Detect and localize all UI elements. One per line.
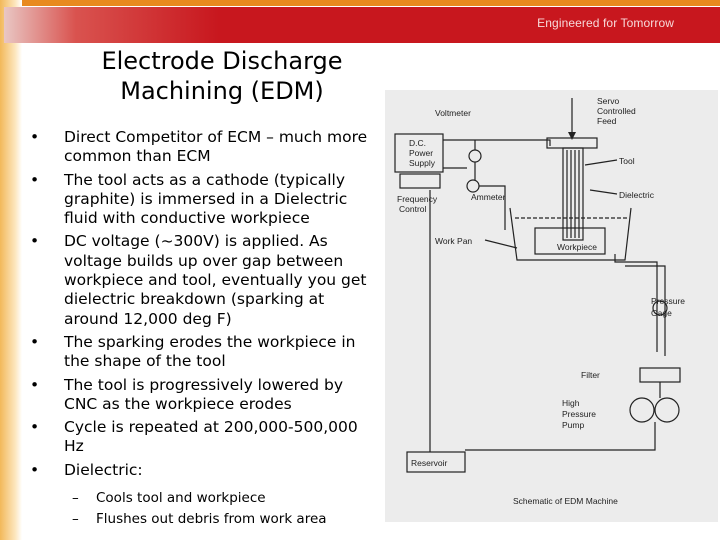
title-line-2: Machining (EDM) [120,77,324,105]
label-tool: Tool [619,156,635,166]
label-pump-2: Pressure [562,409,596,419]
label-ammeter: Ammeter [471,192,506,202]
bullet-dot: • [30,170,40,189]
bullet-item: • Dielectric: –Cools tool and workpiece –… [30,461,375,530]
pipe-return [465,382,661,451]
power-supply-box [394,133,444,173]
label-servo-3: Feed [597,116,617,126]
bullet-item: • DC voltage (~300V) is applied. As volta… [30,232,375,328]
label-freq-2: Control [399,204,427,214]
label-dc-3: Supply [409,158,436,168]
bullet-item: • The tool acts as a cathode (typically g… [30,171,375,229]
label-dielectric: Dielectric [619,190,655,200]
bullet-text: The sparking erodes the workpiece in the… [64,332,356,371]
brand-tagline: Engineered for Tomorrow [537,16,674,30]
bullet-list: • Direct Competitor of ECM – much more co… [30,128,375,534]
tool-hatching [566,150,580,238]
pump-wheel-right [654,397,680,423]
bullet-text: Direct Competitor of ECM – much more com… [64,128,368,166]
voltmeter-icon [468,149,482,163]
left-accent-strip [0,0,22,540]
dielectric-tank [509,207,632,261]
bullet-item: • Cycle is repeated at 200,000-500,000 Hz [30,418,375,457]
label-voltmeter: Voltmeter [435,108,471,118]
bullet-item: • The tool is progressively lowered by CN… [30,376,375,415]
bullet-dot: • [30,128,40,146]
servo-arrow-head [568,132,576,140]
sub-bullet-list: –Cools tool and workpiece –Flushes out d… [64,488,375,530]
label-servo-1: Servo [597,96,619,106]
sub-bullet-dash: – [72,490,79,507]
label-workpan: Work Pan [435,236,472,246]
label-workpiece: Workpiece [557,242,597,252]
diagram-caption: Schematic of EDM Machine [513,496,618,506]
bullet-text: DC voltage (~300V) is applied. As voltag… [64,232,367,328]
pressure-gage-icon [652,300,668,316]
bullet-text: The tool acts as a cathode (typically gr… [64,170,348,228]
slide-title: Electrode Discharge Machining (EDM) [72,46,372,106]
pump-wheel-left [629,397,655,423]
workpan-pointer [484,239,518,249]
ammeter-icon [466,179,480,193]
reservoir-box [406,451,466,473]
edm-schematic-svg: Voltmeter Servo Controlled Feed D.C. Pow… [394,96,685,506]
bullet-dot: • [30,375,40,394]
label-pump-1: High [562,398,580,408]
bullet-item: • Direct Competitor of ECM – much more co… [30,128,375,167]
title-line-1: Electrode Discharge [101,47,343,75]
bullet-text: Cycle is repeated at 200,000-500,000 Hz [64,418,358,456]
label-reservoir: Reservoir [411,458,448,468]
bullet-dot: • [30,232,40,251]
label-pressure-2: Gage [651,308,672,318]
label-servo-2: Controlled [597,106,636,116]
wire-top [443,139,551,146]
bullet-item: • The sparking erodes the workpiece in th… [30,333,375,372]
edm-schematic-diagram: Voltmeter Servo Controlled Feed D.C. Pow… [385,90,718,522]
bullet-dot: • [30,460,40,479]
bullet-dot: • [30,418,40,437]
sub-bullet-text: Flushes out debris from work area [96,511,327,528]
label-pump-3: Pump [562,420,584,430]
tool-electrode [562,147,584,241]
label-freq-1: Frequency [397,194,438,204]
dielectric-pointer [589,189,618,195]
bullet-dot: • [30,332,40,351]
bullet-text: Dielectric: [64,460,143,479]
filter-box [639,367,681,383]
pipe-outflow [614,254,658,352]
sub-bullet-text: Cools tool and workpiece [96,490,266,507]
top-accent-bar [0,0,720,6]
header-banner [4,7,720,43]
sub-bullet-dash: – [72,511,79,528]
label-dc-2: Power [409,148,433,158]
label-pressure-1: Pressure [651,296,685,306]
workpiece-block [534,227,606,255]
tool-pointer [584,159,618,166]
wire-ammeter [474,162,506,230]
pipe-inner [625,265,666,356]
sub-bullet-item: –Cools tool and workpiece [64,488,375,509]
bullet-text: The tool is progressively lowered by CNC… [64,375,344,413]
label-filter: Filter [581,370,600,380]
label-dc-1: D.C. [409,138,426,148]
frequency-control-box [399,173,441,189]
sub-bullet-item: –Flushes out debris from work area [64,509,375,530]
